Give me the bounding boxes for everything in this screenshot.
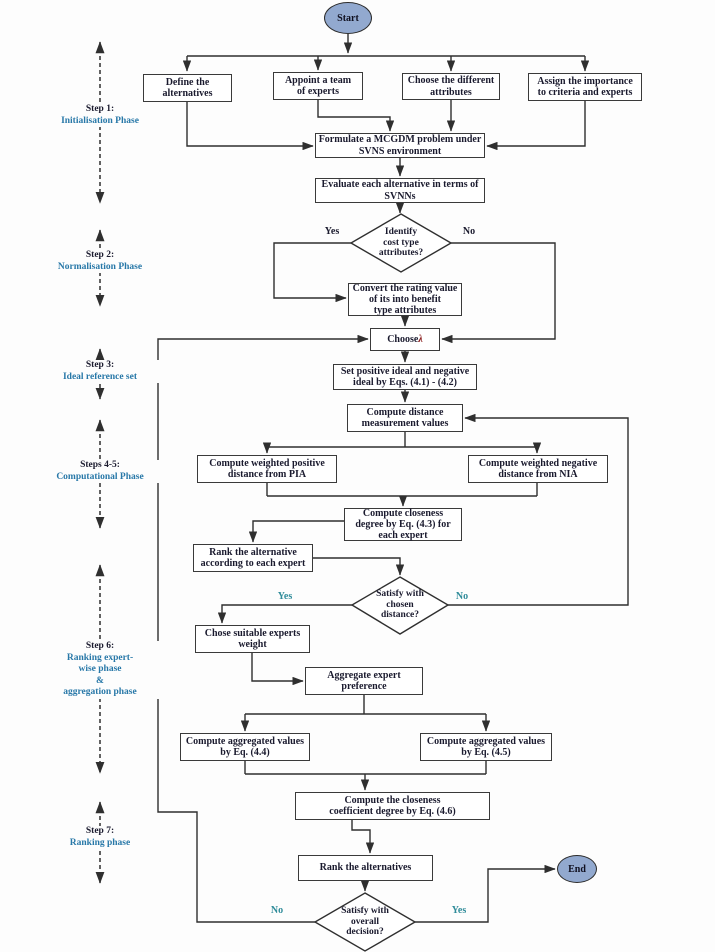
end-terminal: End	[557, 855, 597, 883]
steps-4-5-phase: Computational Phase	[56, 471, 144, 482]
node-experts-weight: Chose suitable experts weight	[195, 625, 310, 653]
step-1-phase: Initialisation Phase	[61, 115, 139, 126]
node-formulate-mcgdm: Formulate a MCGDM problem under SVNS env…	[315, 133, 485, 158]
node-aggregate-preference: Aggregate expert preference	[305, 667, 423, 695]
step-2-phase: Normalisation Phase	[57, 261, 143, 272]
step-label-6: Step 6: Ranking expert- wise phase & agg…	[38, 641, 162, 699]
branch-cost-no: No	[462, 226, 476, 237]
decision-chosen-distance: Satisfy with chosen distance?	[376, 588, 424, 621]
connector-overall-no-loop	[157, 334, 369, 923]
connector-distance-split	[267, 432, 537, 448]
step-2-title: Step 2:	[85, 250, 115, 260]
node-set-ideal: Set positive ideal and negative ideal by…	[333, 364, 477, 390]
node-weighted-positive: Compute weighted positive distance from …	[197, 455, 337, 483]
connector-decision2-no	[448, 413, 629, 606]
connector-decision2-yes	[217, 604, 352, 624]
node-closeness-degree: Compute closeness degree by Eq. (4.3) fo…	[344, 508, 462, 541]
node-aggregated-44: Compute aggregated values by Eq. (4.4)	[180, 733, 310, 761]
step-3-title: Step 3:	[85, 360, 115, 370]
connector-aggregate-split	[245, 695, 486, 715]
step-7-phase: Ranking phase	[69, 837, 131, 848]
decision-cost-type: Identify cost type attributes?	[378, 226, 424, 259]
step-label-2: Step 2: Normalisation Phase	[38, 250, 162, 274]
node-weighted-negative: Compute weighted negative distance from …	[468, 455, 608, 483]
step-label-4-5: Steps 4-5: Computational Phase	[38, 460, 162, 484]
connector-coeff-rankfinal	[351, 820, 375, 854]
lambda-symbol: λ	[418, 333, 423, 345]
choose-lambda-text: Choose	[387, 333, 419, 345]
step-1-title: Step 1:	[85, 104, 115, 114]
end-label: End	[568, 863, 586, 875]
node-aggregated-45: Compute aggregated values by Eq. (4.5)	[420, 733, 552, 761]
decision-cost-type-shape	[349, 213, 453, 273]
steps-4-5-title: Steps 4-5:	[80, 460, 120, 470]
branch-overall-yes: Yes	[451, 905, 467, 916]
decision-chosen-distance-shape	[350, 576, 450, 635]
node-appoint-experts: Appoint a team of experts	[273, 72, 363, 100]
node-choose-lambda: Choose λ	[370, 328, 440, 351]
node-assign-importance: Assign the importance to criteria and ex…	[528, 73, 642, 101]
node-choose-attributes: Choose the different attributes	[402, 73, 500, 100]
connector-closeness-rankexpert	[248, 520, 344, 543]
step-3-phase: Ideal reference set	[62, 371, 138, 382]
branch-distance-yes: Yes	[277, 591, 293, 602]
decision-overall: Satisfy with overall decision?	[341, 905, 389, 938]
connector-define-formulate	[186, 102, 314, 151]
connectors	[157, 34, 629, 923]
step-6-title: Step 6:	[85, 641, 115, 651]
connector-rankexpert-decision2	[313, 557, 405, 576]
connector-decision1-yes	[273, 242, 351, 303]
node-rank-per-expert: Rank the alternative according to each e…	[193, 544, 313, 572]
connector-decision1-no	[441, 242, 556, 344]
step-label-3: Step 3: Ideal reference set	[38, 360, 162, 384]
node-rank-alternatives: Rank the alternatives	[298, 855, 433, 881]
start-terminal: Start	[324, 2, 372, 34]
branch-overall-no: No	[270, 905, 284, 916]
step-7-title: Step 7:	[85, 826, 115, 836]
connector-appoint-formulate	[317, 100, 395, 132]
branch-cost-yes: Yes	[324, 226, 340, 237]
connector-weight-aggregate	[251, 653, 304, 686]
connector-weighted-merge	[266, 483, 538, 497]
step-label-7: Step 7: Ranking phase	[38, 826, 162, 850]
start-label: Start	[337, 12, 359, 24]
connector-decision3-yes-end	[415, 864, 556, 923]
node-define-alternatives: Define the alternatives	[143, 74, 232, 102]
branch-distance-no: No	[455, 591, 469, 602]
connector-agg-merge	[244, 761, 487, 775]
connector-assign-formulate	[486, 101, 586, 151]
node-closeness-coefficient: Compute the closeness coefficient degree…	[295, 792, 490, 820]
node-evaluate-svnns: Evaluate each alternative in terms of SV…	[315, 178, 485, 203]
decision-overall-shape	[313, 892, 417, 952]
decision-shapes	[313, 213, 453, 952]
node-convert-rating: Convert the rating value of its into ben…	[348, 283, 462, 316]
step-6-phase: Ranking expert- wise phase & aggregation…	[63, 652, 137, 698]
node-compute-distance: Compute distance measurement values	[347, 404, 463, 432]
step-label-1: Step 1: Initialisation Phase	[38, 104, 162, 128]
